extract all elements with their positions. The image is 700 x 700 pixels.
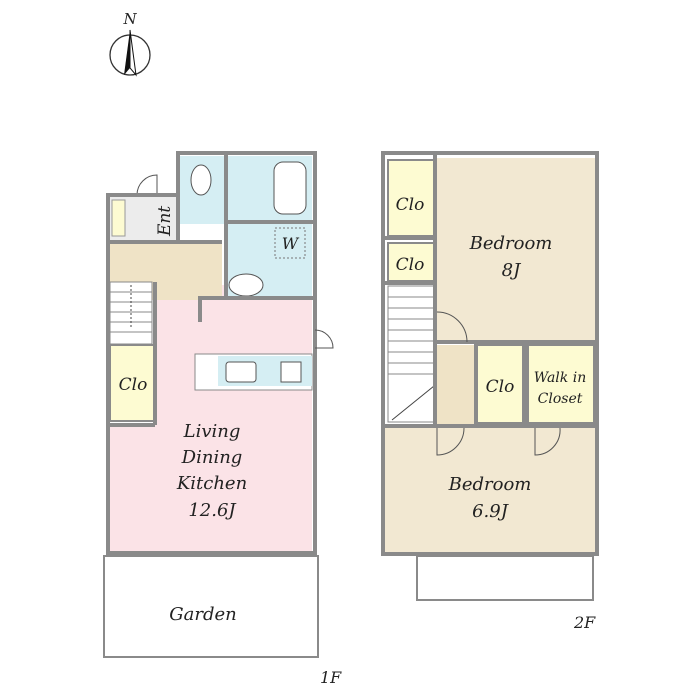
toilet-icon — [190, 164, 212, 196]
stairs-1f — [109, 281, 153, 345]
ldk-size: 12.6J — [188, 500, 237, 521]
closet-1f — [109, 344, 156, 422]
floor-1-label: 1F — [320, 668, 342, 687]
closet-2f-3 — [476, 344, 524, 424]
bathtub-icon — [273, 161, 307, 215]
bedroom-6-9j — [383, 428, 595, 552]
side-door[interactable] — [314, 329, 334, 349]
balcony — [416, 555, 594, 601]
closet-2f-2-label: Clo — [396, 255, 425, 275]
compass-label: N — [122, 10, 137, 28]
entrance-label: Ent — [155, 206, 175, 237]
floor-2: Clo Clo Clo Bedroom 8J Walk in Closet Be… — [381, 151, 599, 632]
stove-icon — [280, 361, 302, 383]
floor-2-label: 2F — [573, 613, 596, 632]
entrance-door[interactable] — [136, 174, 158, 196]
bedroom-8j-door[interactable] — [436, 311, 468, 343]
bedroom-6-9j-door[interactable] — [436, 427, 465, 456]
walls-2f — [381, 151, 599, 556]
stairs-2f — [387, 285, 435, 423]
compass-icon: N — [109, 10, 151, 77]
sink-icon — [228, 273, 264, 297]
closet-1f-label: Clo — [119, 375, 148, 395]
floor-1: Garden Ent W Clo — [103, 151, 342, 687]
washer-space — [274, 227, 306, 259]
kitchen-sink-icon — [225, 361, 257, 383]
ldk-label-1: Living — [183, 421, 241, 442]
closet-2f-1-label: Clo — [396, 195, 425, 215]
bedroom-8j-size: 8J — [502, 260, 522, 281]
walk-in-label-1: Walk in — [534, 370, 586, 386]
walk-in-door[interactable] — [534, 427, 561, 456]
walk-in-closet — [527, 344, 595, 424]
garden-label: Garden — [169, 604, 236, 625]
closet-2f-2 — [387, 242, 435, 282]
closet-2f-3-label: Clo — [486, 377, 515, 397]
walk-in-label-2: Closet — [538, 391, 583, 407]
bedroom-8j — [435, 158, 595, 340]
ldk-room — [110, 285, 312, 551]
bedroom-8j-label: Bedroom — [469, 233, 553, 254]
washer-label: W — [282, 234, 300, 253]
closet-2f-1 — [387, 159, 435, 237]
ldk-label-2: Dining — [181, 447, 243, 468]
shoe-closet — [111, 199, 126, 237]
bedroom-6-9j-label: Bedroom — [448, 474, 532, 495]
hall-2f — [437, 345, 477, 425]
ldk-label-3: Kitchen — [176, 473, 247, 494]
bedroom-6-9j-size: 6.9J — [472, 501, 510, 522]
inner-walls-1f — [108, 153, 315, 427]
garden-area — [103, 555, 319, 658]
